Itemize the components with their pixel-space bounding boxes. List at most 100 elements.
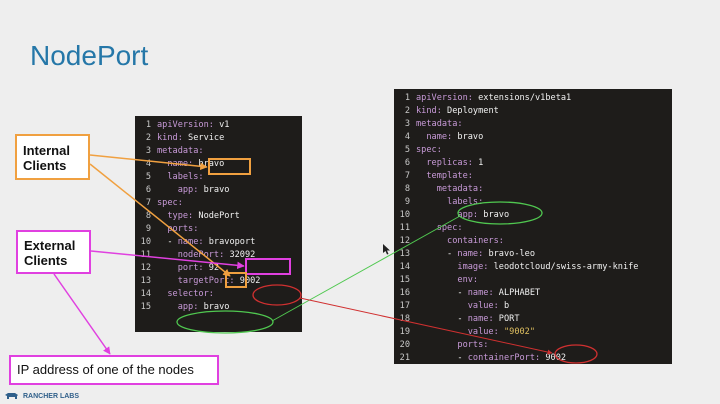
- code-token: replicas:: [416, 158, 473, 168]
- line-number: 9: [404, 197, 410, 207]
- code-token: spec:: [416, 145, 442, 155]
- code-token: labels:: [416, 197, 484, 207]
- code-token: kind:: [157, 133, 183, 143]
- code-token: b: [498, 301, 510, 311]
- code-token: containerPort:: [467, 353, 541, 363]
- code-line: 8 metadata:: [386, 183, 483, 196]
- line-number: 12: [140, 263, 151, 273]
- line-number: 18: [399, 314, 410, 324]
- code-token: ports:: [157, 224, 199, 234]
- code-token: bravo: [198, 185, 230, 195]
- code-line: 9 ports:: [127, 223, 199, 236]
- code-token: -: [416, 288, 468, 298]
- code-token: containers:: [416, 236, 504, 246]
- code-token: metadata:: [157, 146, 204, 156]
- code-token: name:: [177, 237, 204, 247]
- line-number: 11: [140, 250, 151, 260]
- code-line: 6 replicas: 1: [386, 157, 483, 170]
- code-token: -: [416, 249, 458, 259]
- code-line: 10 app: bravo: [386, 209, 510, 222]
- code-line: 15 env:: [386, 274, 478, 287]
- code-line: 3 metadata:: [127, 145, 204, 158]
- code-line: 18 - name: PORT: [386, 313, 520, 326]
- line-number: 2: [404, 106, 410, 116]
- line-number: 12: [399, 236, 410, 246]
- code-line: 5 labels:: [127, 171, 204, 184]
- code-token: port:: [157, 263, 204, 273]
- code-line: 12 port: 92: [127, 262, 219, 275]
- code-token: -: [416, 314, 468, 324]
- line-number: 4: [404, 132, 410, 142]
- code-line: 14 selector:: [127, 288, 214, 301]
- code-line: 17 value: b: [386, 300, 510, 313]
- code-token: "9002": [498, 327, 536, 337]
- code-token: app:: [157, 185, 199, 195]
- line-number: 8: [404, 184, 410, 194]
- code-token: bravo: [452, 132, 484, 142]
- code-line: 13 - name: bravo-leo: [386, 248, 535, 261]
- code-token: bravo: [478, 210, 510, 220]
- code-token: env:: [416, 275, 479, 285]
- code-line: 14 image: leodotcloud/swiss-army-knife: [386, 261, 639, 274]
- code-token: bravo-leo: [483, 249, 536, 259]
- external-to-ip-arrow: [53, 273, 111, 355]
- code-token: -: [157, 237, 178, 247]
- line-number: 11: [399, 223, 410, 233]
- line-number: 16: [399, 288, 410, 298]
- code-line: 16 - name: ALPHABET: [386, 287, 541, 300]
- code-token: value:: [416, 327, 499, 337]
- ip-address-label: IP address of one of the nodes: [17, 362, 194, 377]
- code-token: 92: [203, 263, 220, 273]
- code-token: name:: [457, 249, 484, 259]
- code-line: 4 name: bravo: [127, 158, 224, 171]
- code-token: labels:: [157, 172, 204, 182]
- code-token: name:: [416, 132, 453, 142]
- code-token: type:: [157, 211, 194, 221]
- code-token: spec:: [416, 223, 463, 233]
- code-token: nodePort:: [157, 250, 225, 260]
- line-number: 21: [399, 353, 410, 363]
- line-number: 14: [399, 262, 410, 272]
- line-number: 10: [399, 210, 410, 220]
- code-token: 1: [472, 158, 484, 168]
- line-number: 8: [145, 211, 151, 221]
- code-token: PORT: [493, 314, 520, 324]
- code-line: 15 app: bravo: [127, 301, 230, 314]
- footer-logo: RANCHER LABS: [4, 392, 79, 400]
- line-number: 3: [145, 146, 151, 156]
- code-token: name:: [467, 288, 494, 298]
- line-number: 10: [140, 237, 151, 247]
- line-number: 7: [404, 171, 410, 181]
- code-token: image:: [416, 262, 489, 272]
- code-token: 9002: [234, 276, 261, 286]
- code-token: metadata:: [416, 119, 463, 129]
- line-number: 6: [404, 158, 410, 168]
- code-token: ports:: [416, 340, 489, 350]
- line-number: 7: [145, 198, 151, 208]
- code-token: selector:: [157, 289, 214, 299]
- code-token: bravo: [193, 159, 225, 169]
- code-token: metadata:: [416, 184, 484, 194]
- line-number: 20: [399, 340, 410, 350]
- rancher-logo-icon: [5, 393, 18, 399]
- line-number: 13: [140, 276, 151, 286]
- line-number: 14: [140, 289, 151, 299]
- external-clients-callout: External Clients: [16, 230, 91, 274]
- code-line: 10 - name: bravoport: [127, 236, 256, 249]
- code-token: NodePort: [193, 211, 240, 221]
- code-token: extensions/v1beta1: [472, 93, 572, 103]
- code-token: name:: [467, 314, 494, 324]
- line-number: 13: [399, 249, 410, 259]
- line-number: 4: [145, 159, 151, 169]
- code-line: 12 containers:: [386, 235, 504, 248]
- code-token: bravo: [198, 302, 230, 312]
- line-number: 5: [145, 172, 151, 182]
- code-line: 13 targetPort: 9002: [127, 275, 261, 288]
- code-token: Deployment: [441, 106, 499, 116]
- code-token: spec:: [157, 198, 183, 208]
- code-token: kind:: [416, 106, 442, 116]
- line-number: 6: [145, 185, 151, 195]
